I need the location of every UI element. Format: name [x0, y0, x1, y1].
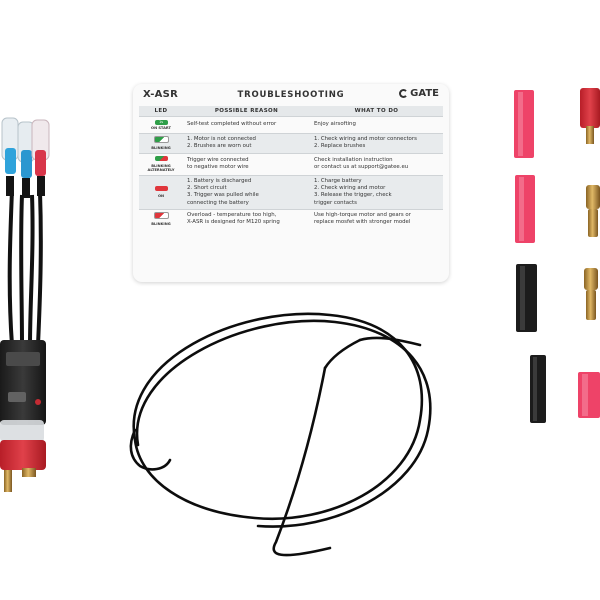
deans-connector	[580, 88, 600, 144]
reason-line: Self-test completed without error	[187, 121, 277, 128]
heat-shrink-tube-red-wide	[578, 372, 600, 418]
action-line: or contact us at support@gatee.eu	[314, 164, 409, 171]
led-indicator-icon	[154, 155, 168, 161]
brass-terminal-2	[584, 268, 598, 320]
action-cell: Enjoy airsofting	[310, 116, 443, 134]
led-indicator-icon	[154, 186, 168, 192]
led-cell: BLINKING	[139, 209, 183, 229]
table-row: BLINKING ALTERNATELY Trigger wire connect…	[139, 152, 443, 176]
troubleshooting-card: X-ASR TROUBLESHOOTING GATE LED POSSIBLE …	[133, 84, 449, 282]
reason-line: 1. Motor is not connected	[187, 135, 256, 142]
reason-line: to negative motor wire	[187, 164, 249, 171]
heat-shrink-tube-black-2	[530, 355, 546, 423]
led-indicator-icon	[153, 212, 169, 220]
table-header-row: LED POSSIBLE REASON WHAT TO DO	[139, 106, 443, 117]
reason-line: Trigger wire connected	[187, 156, 249, 163]
heat-shrink-tube-red-1	[514, 90, 534, 158]
led-caption: BLINKING ALTERNATELY	[147, 163, 175, 173]
action-line: Use high-torque motor and gears or	[314, 212, 411, 219]
action-line: trigger contacts	[314, 199, 357, 206]
card-brand: X-ASR	[143, 89, 179, 100]
mosfet-unit	[0, 117, 50, 492]
header-led: LED	[139, 106, 183, 117]
reason-cell: Self-test completed without error	[183, 116, 310, 134]
card-header: X-ASR TROUBLESHOOTING GATE	[133, 84, 449, 106]
led-cell: BLINKING	[139, 132, 183, 154]
led-cell: BLINKING ALTERNATELY	[139, 152, 183, 176]
led-caption: BLINKING	[151, 222, 171, 227]
led-caption: BLINKING	[151, 146, 171, 151]
heat-shrink-tube-red-2	[515, 175, 535, 243]
action-line: 2. Check wiring and motor	[314, 185, 386, 192]
led-indicator-icon: 1s	[154, 120, 168, 125]
header-action: WHAT TO DO	[310, 106, 443, 117]
action-line: 2. Replace brushes	[314, 143, 366, 150]
reason-line: Overload - temperature too high,	[187, 212, 277, 219]
reason-line: 3. Trigger was pulled while	[187, 192, 259, 199]
reason-line: X-ASR is designed for M120 spring	[187, 219, 280, 226]
card-title: TROUBLESHOOTING	[237, 90, 345, 100]
gate-logo-text: GATE	[410, 88, 439, 99]
reason-line: 1. Battery is discharged	[187, 177, 252, 184]
table-row: BLINKING Overload - temperature too high,…	[139, 209, 443, 229]
action-line: replace mosfet with stronger model	[314, 219, 411, 226]
reason-line: connecting the battery	[187, 199, 249, 206]
header-reason: POSSIBLE REASON	[183, 106, 310, 117]
heat-shrink-tube-black-1	[516, 264, 537, 332]
gate-logo: GATE	[399, 88, 439, 99]
action-line: Check installation instruction	[314, 156, 393, 163]
reason-cell: Overload - temperature too high,X-ASR is…	[183, 209, 310, 229]
gate-logo-icon	[399, 89, 409, 98]
led-caption: ON	[157, 194, 165, 199]
led-caption: ON START	[151, 126, 171, 131]
reason-line: 2. Short circuit	[187, 185, 227, 192]
led-indicator-icon	[153, 135, 169, 143]
action-line: Enjoy airsofting	[314, 121, 356, 128]
reason-line: 2. Brushes are worn out	[187, 143, 252, 150]
action-line: 1. Check wiring and motor connectors	[314, 135, 417, 142]
led-cell: ON	[139, 174, 183, 210]
action-line: 1. Charge battery	[314, 177, 362, 184]
coiled-wire	[129, 312, 432, 557]
action-line: 3. Release the trigger, check	[314, 192, 392, 199]
brass-terminal-1	[586, 185, 600, 237]
